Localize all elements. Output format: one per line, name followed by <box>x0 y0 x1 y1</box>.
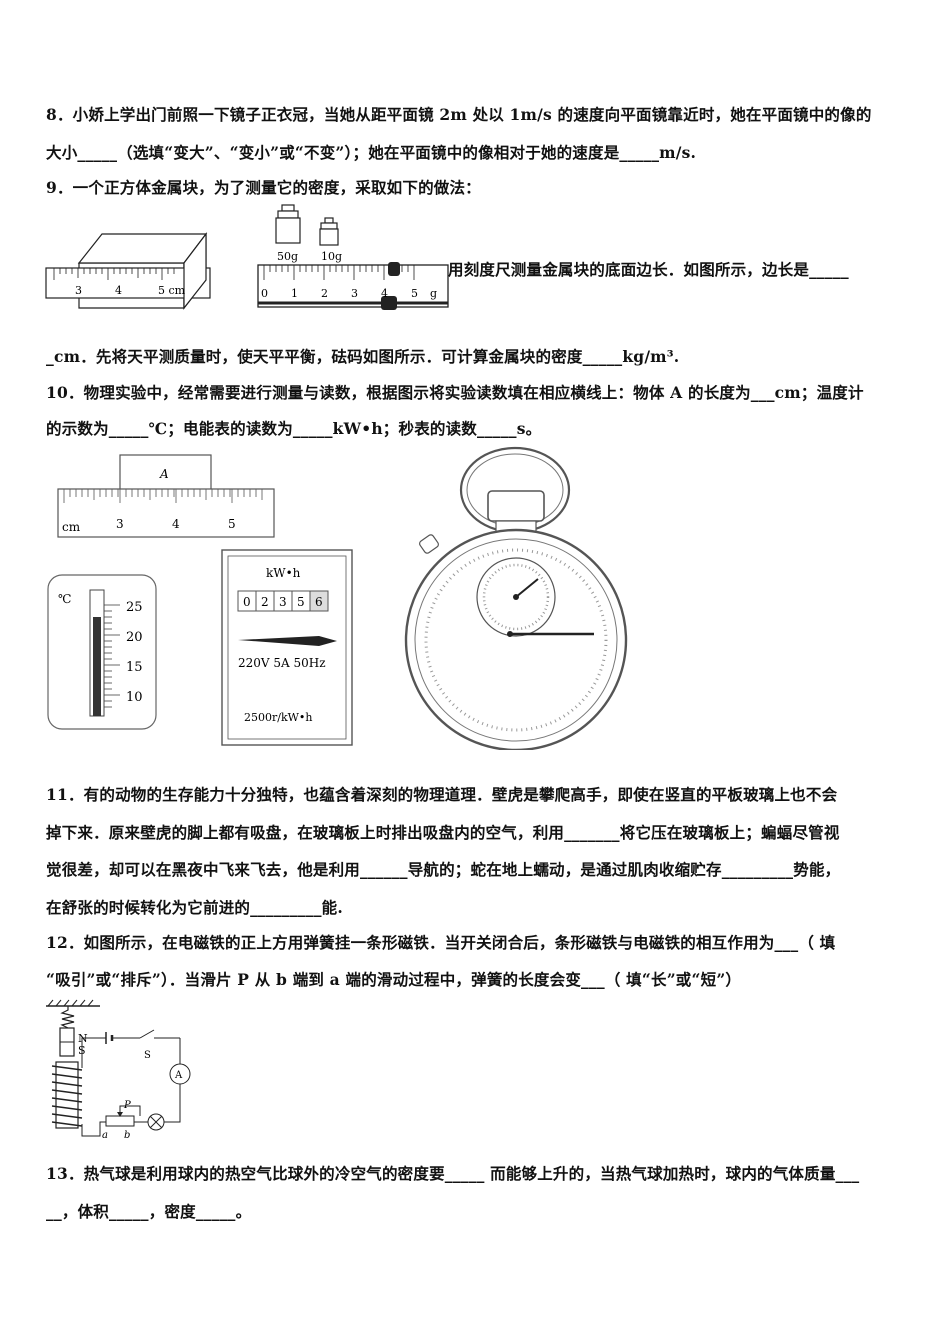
weight-10g-label: 10g <box>321 250 342 263</box>
q9-line3: _cm．先将天平测质量时，使天平平衡，砝码如图所示．可计算金属块的密度_____… <box>46 347 680 366</box>
q10-figure: A cm 3 4 5 ℃ <box>47 446 628 750</box>
meter-digit-3: 3 <box>279 595 287 609</box>
ruler-a-label-5: 5 <box>228 517 236 531</box>
q9-line1: 9．一个正方体金属块，为了测量它的密度，采取如下的做法： <box>46 178 481 197</box>
q11-line2: 掉下来．原来壁虎的脚上都有吸盘，在玻璃板上时排出吸盘内的空气，利用_______… <box>46 823 840 842</box>
object-a-label: A <box>159 467 169 481</box>
scale-label-1: 1 <box>291 287 298 300</box>
ruler-a-label-4: 4 <box>172 517 180 531</box>
q9-figure: 3 4 5 cm 50g 10g 0 1 2 3 <box>45 204 449 310</box>
q13-line1: 13．热气球是利用球内的热空气比球外的冷空气的密度要_____ 而能够上升的，当… <box>46 1164 860 1183</box>
electromagnet <box>51 1061 83 1129</box>
slider-p <box>117 1112 123 1117</box>
thermometer: ℃ 25 20 15 10 <box>47 574 157 730</box>
scale-label-5: 5 <box>411 287 418 300</box>
ruler-cube-label-4: 4 <box>115 284 122 297</box>
end-b-label: b <box>124 1130 130 1140</box>
balance-scale-bar: 0 1 2 3 4 5 g <box>257 262 449 310</box>
object-a: A <box>119 454 212 492</box>
thermo-label-25: 25 <box>126 600 143 615</box>
thermo-label-10: 10 <box>126 690 143 705</box>
q8-line1: 8．小娇上学出门前照一下镜子正衣冠，当她从距平面镜 2m 处以 1m/s 的速度… <box>46 105 872 124</box>
energy-meter: kW•h 0 2 3 5 6 220V 5A 50Hz 2500r/kW•h <box>221 549 353 746</box>
rheostat <box>105 1115 135 1127</box>
meter-revolutions: 2500r/kW•h <box>244 711 313 724</box>
meter-unit: kW•h <box>266 566 301 580</box>
weight-50g-label: 50g <box>277 250 298 263</box>
thermometer-unit: ℃ <box>58 592 71 606</box>
thermo-label-20: 20 <box>126 630 143 645</box>
ruler-a-label-cm: cm <box>62 520 81 534</box>
scale-label-g: g <box>430 287 437 300</box>
end-a-label: a <box>102 1130 108 1140</box>
scale-label-3: 3 <box>351 287 358 300</box>
q8-line2: 大小_____（选填“变大”、“变小”或“不变”）；她在平面镜中的像相对于她的速… <box>46 143 697 162</box>
ruler-object-a: cm 3 4 5 <box>57 488 275 538</box>
meter-digit-2: 2 <box>261 595 269 609</box>
q9-inline-text: 用刻度尺测量金属块的底面边长．如图所示，边长是_____ <box>448 260 849 279</box>
weight-50g <box>275 204 301 244</box>
q12-circuit-figure: N S S A P a b <box>46 999 191 1140</box>
ruler-cube-label-5cm: 5 cm <box>158 284 186 297</box>
q13-line2: __，体积_____，密度_____。 <box>46 1202 252 1221</box>
q11-line4: 在舒张的时候转化为它前进的_________能. <box>46 898 343 917</box>
ammeter-label: A <box>174 1070 183 1081</box>
ruler-cube: 3 4 5 cm <box>45 232 211 310</box>
meter-digit-1: 0 <box>243 595 251 609</box>
scale-label-0: 0 <box>261 287 268 300</box>
q11-line1: 11．有的动物的生存能力十分独特，也蕴含着深刻的物理道理．壁虎是攀爬高手，即使在… <box>46 785 838 804</box>
scale-label-4: 4 <box>381 287 388 300</box>
ruler-a-label-3: 3 <box>116 517 124 531</box>
q10-line1: 10．物理实验中，经常需要进行测量与读数，根据图示将实验读数填在相应横线上：物体… <box>46 383 864 402</box>
q12-line2: “吸引”或“排斥”）．当滑片 P 从 b 端到 a 端的滑动过程中，弹簧的长度会… <box>46 970 742 989</box>
weight-10g <box>319 217 339 246</box>
meter-spec: 220V 5A 50Hz <box>238 656 326 670</box>
spring <box>60 1006 75 1029</box>
slider-p-label: P <box>123 1100 131 1111</box>
ruler-cube-label-3: 3 <box>75 284 82 297</box>
thermo-label-15: 15 <box>126 660 143 675</box>
q11-line3: 觉很差，却可以在黑夜中飞来飞去，他是利用______导航的；蛇在地上蠕动，是通过… <box>46 860 841 879</box>
meter-digit-4: 5 <box>297 595 305 609</box>
meter-arrow <box>238 636 337 646</box>
switch <box>139 1029 155 1039</box>
scale-label-2: 2 <box>321 287 328 300</box>
stopwatch <box>404 446 628 750</box>
switch-label: S <box>144 1050 151 1061</box>
meter-digit-5: 6 <box>315 595 323 609</box>
q12-line1: 12．如图所示，在电磁铁的正上方用弹簧挂一条形磁铁．当开关闭合后，条形磁铁与电磁… <box>46 933 836 952</box>
q10-line2: 的示数为_____℃；电能表的读数为_____kW•h；秒表的读数_____s。 <box>46 419 542 438</box>
